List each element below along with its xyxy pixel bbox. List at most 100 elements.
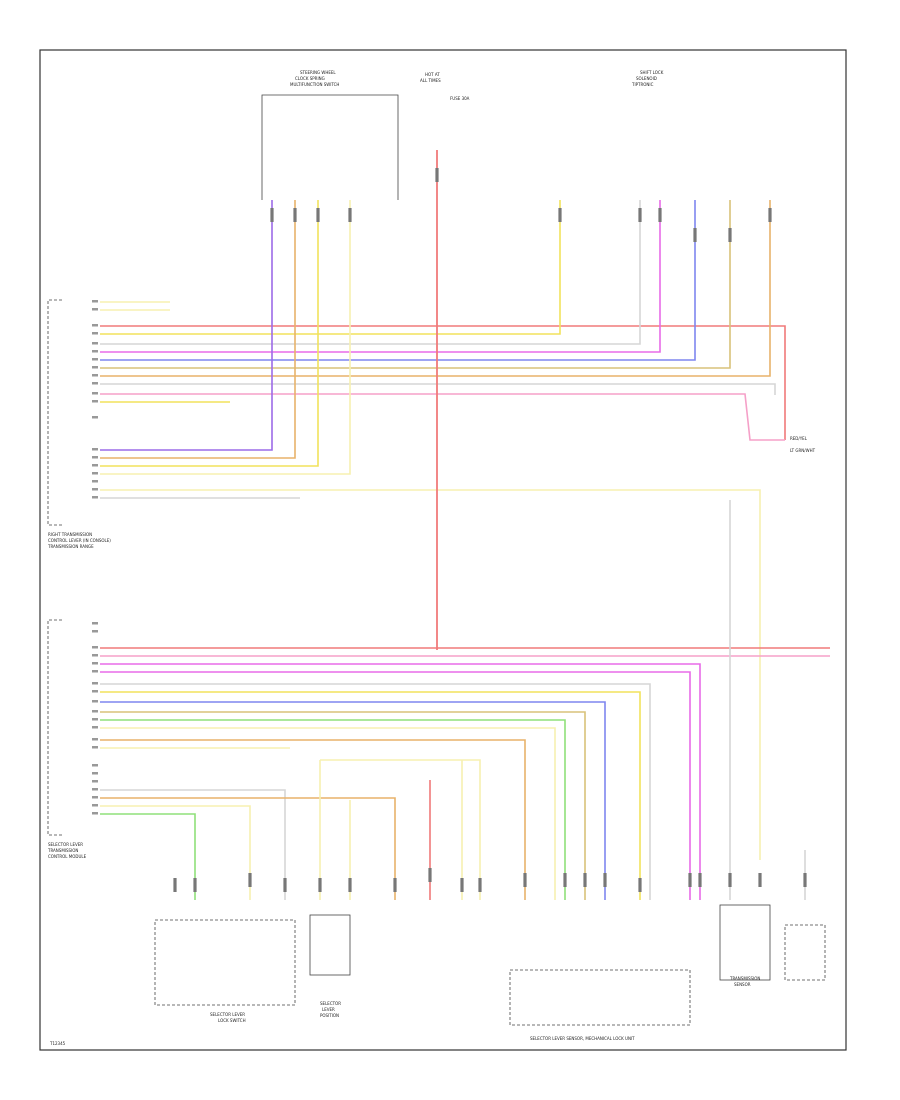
connector: [523, 873, 527, 887]
pin-mark: [92, 464, 98, 467]
upper-left-module-label-1: RIGHT TRANSMISSION: [48, 532, 92, 537]
pin-mark: [92, 472, 98, 475]
pin-mark: [92, 746, 98, 749]
wire-25: [100, 701, 606, 900]
connector: [435, 168, 439, 182]
connector: [460, 878, 464, 892]
lower-center-label: SELECTOR LEVER SENSOR, MECHANICAL LOCK U…: [530, 1036, 635, 1041]
pin-mark: [92, 374, 98, 377]
connector: [348, 878, 352, 892]
connector: [563, 873, 567, 887]
lower-box-a-label-2: LEVER: [322, 1007, 335, 1012]
lower-left-module-label-1: SELECTOR LEVER: [48, 842, 83, 847]
connector: [698, 873, 702, 887]
connector: [603, 873, 607, 887]
wire-32: [100, 797, 396, 900]
lower-left-module-box: [47, 619, 62, 836]
diagram-frame: [39, 49, 847, 1051]
connector: [758, 873, 762, 887]
footer-code: T12345: [49, 1041, 66, 1046]
pin-mark: [92, 350, 98, 353]
connector: [478, 878, 482, 892]
wire-4: [100, 200, 696, 361]
pin-mark: [92, 796, 98, 799]
lower-box-a-label-3: POSITION: [320, 1013, 339, 1018]
pin-mark: [92, 342, 98, 345]
lower-left-switch-label-2: LOCK SWITCH: [218, 1018, 246, 1023]
pin-mark: [92, 392, 98, 395]
wire-10: [100, 200, 273, 451]
connector: [803, 873, 807, 887]
wire-1: [100, 200, 561, 335]
pin-mark: [92, 738, 98, 741]
upper-left-module-box: [47, 299, 62, 526]
pin-mark: [92, 400, 98, 403]
wire-5: [100, 200, 731, 369]
wire-29: [100, 739, 526, 900]
wire-22: [100, 671, 691, 900]
wire-2: [100, 200, 641, 345]
pin-mark: [92, 496, 98, 499]
lower-left-module-label-3: CONTROL MODULE: [48, 854, 87, 859]
pin-mark: [92, 654, 98, 657]
pin-mark: [92, 448, 98, 451]
pin-mark: [92, 764, 98, 767]
wire-31: [100, 789, 286, 900]
pin-mark: [92, 300, 98, 303]
component-box: [719, 904, 771, 981]
pin-mark: [92, 690, 98, 693]
connector: [283, 878, 287, 892]
pin-mark: [92, 622, 98, 625]
lower-box-a-label-1: SELECTOR: [320, 1001, 341, 1006]
wire-11: [100, 200, 296, 459]
connector: [728, 873, 732, 887]
connector: [316, 208, 320, 222]
right-top-label-3: TIPTRONIC: [631, 82, 654, 87]
connector: [293, 208, 297, 222]
top-switch-group-box: [261, 94, 399, 200]
fuse-label-2: ALL TIMES: [420, 78, 441, 83]
connector: [558, 208, 562, 222]
wire-28: [100, 727, 556, 900]
connector: [193, 878, 197, 892]
pin-mark: [92, 780, 98, 783]
top-switch-group-label-3: MULTIFUNCTION SWITCH: [290, 82, 339, 87]
pin-mark: [92, 630, 98, 633]
wire-33: [100, 805, 251, 900]
right-top-label-1: SHIFT LOCK: [640, 70, 664, 75]
connector: [583, 873, 587, 887]
connector: [688, 873, 692, 887]
pin-mark: [92, 788, 98, 791]
pin-mark: [92, 772, 98, 775]
upper-left-module-label-2: CONTROL LEVER (IN CONSOLE): [48, 538, 111, 543]
wire-8: [100, 393, 785, 441]
connector: [348, 208, 352, 222]
wire-13: [100, 200, 351, 475]
connector: [270, 208, 274, 222]
pin-mark: [92, 480, 98, 483]
pin-mark: [92, 358, 98, 361]
pin-mark: [92, 682, 98, 685]
connector: [658, 208, 662, 222]
upper-left-module-label-3: TRANSMISSION RANGE: [47, 544, 94, 549]
wire-label-sig: LT GRN/WHT: [790, 448, 816, 453]
wire-34: [100, 813, 196, 900]
wire-3: [100, 200, 661, 353]
pin-mark: [92, 308, 98, 311]
connector: [638, 208, 642, 222]
connector: [428, 868, 432, 882]
wire-21: [100, 663, 701, 900]
pin-mark: [92, 804, 98, 807]
component-box: [309, 914, 351, 976]
lower-right-label-2: SENSOR: [734, 982, 751, 987]
connector: [768, 208, 772, 222]
pin-mark: [92, 718, 98, 721]
wire-6: [100, 200, 771, 377]
pin-mark: [92, 488, 98, 491]
wire-label-hot: RED/YEL: [790, 436, 808, 441]
connector: [728, 228, 732, 242]
pin-mark: [92, 382, 98, 385]
component-box: [784, 924, 826, 981]
lower-left-switch-label-1: SELECTOR LEVER: [210, 1012, 245, 1017]
connector: [693, 228, 697, 242]
